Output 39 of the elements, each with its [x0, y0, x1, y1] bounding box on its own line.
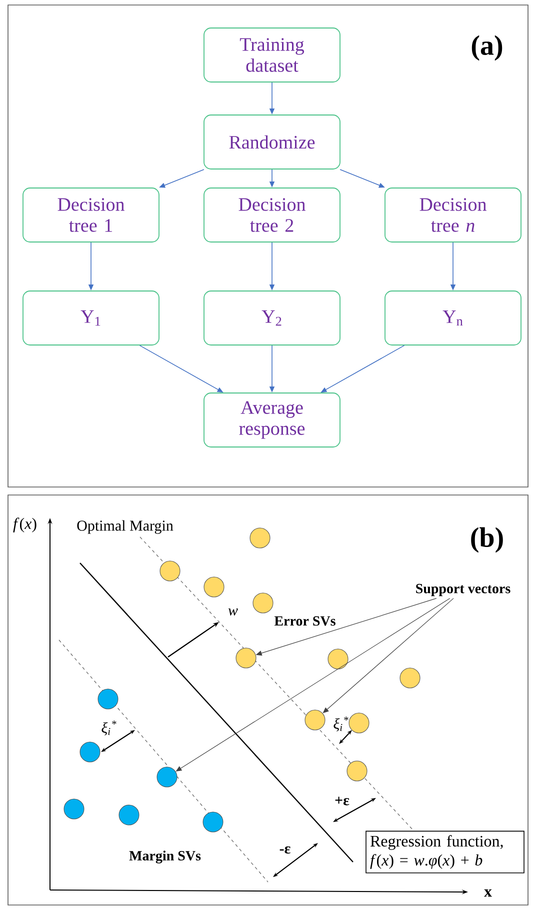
epsilon-label: -ε	[280, 846, 290, 854]
data-point	[328, 648, 348, 670]
data-point	[252, 592, 274, 614]
callout-text: Support vectors	[416, 584, 510, 596]
process-box: Y$_{1}$	[22, 290, 160, 346]
panel-label: (b)	[471, 527, 503, 553]
slack-label: ξ$_{i}$*	[102, 720, 116, 736]
data-point	[202, 812, 224, 832]
formula-box: Regression function, f(x) = w.φ(x) + b	[366, 830, 524, 874]
process-box: Decision tree 2	[204, 188, 340, 242]
data-point	[118, 804, 140, 826]
axis-label: x	[484, 889, 492, 897]
process-box: Y$_{2}$	[204, 290, 340, 346]
data-point	[156, 766, 178, 788]
data-point	[98, 688, 118, 710]
process-box: Training dataset	[204, 28, 340, 82]
region-label: Error SVs	[274, 616, 336, 626]
data-point	[400, 668, 420, 688]
epsilon-label: +ε	[335, 796, 350, 806]
process-box: Randomize	[204, 114, 340, 170]
data-point	[64, 798, 84, 820]
data-point	[348, 712, 370, 734]
vector-label: w	[228, 608, 238, 616]
data-point	[204, 576, 224, 598]
data-point	[160, 560, 180, 582]
panel-label: (a)	[472, 35, 502, 61]
data-point	[236, 648, 256, 668]
axis-label: f(x)	[13, 518, 36, 532]
data-point	[304, 710, 326, 730]
process-box: Y$_{n}$	[384, 290, 522, 346]
region-label: Margin SVs	[129, 850, 201, 864]
process-box: Average response	[204, 392, 340, 448]
slack-label: ξ$_{i}$*	[334, 716, 348, 732]
process-box: Decision tree n	[384, 188, 522, 242]
process-box: Decision tree 1	[22, 188, 160, 242]
data-point	[346, 760, 368, 782]
data-point	[80, 742, 100, 762]
margin-label: Optimal Margin	[77, 520, 174, 534]
data-point	[250, 528, 270, 548]
